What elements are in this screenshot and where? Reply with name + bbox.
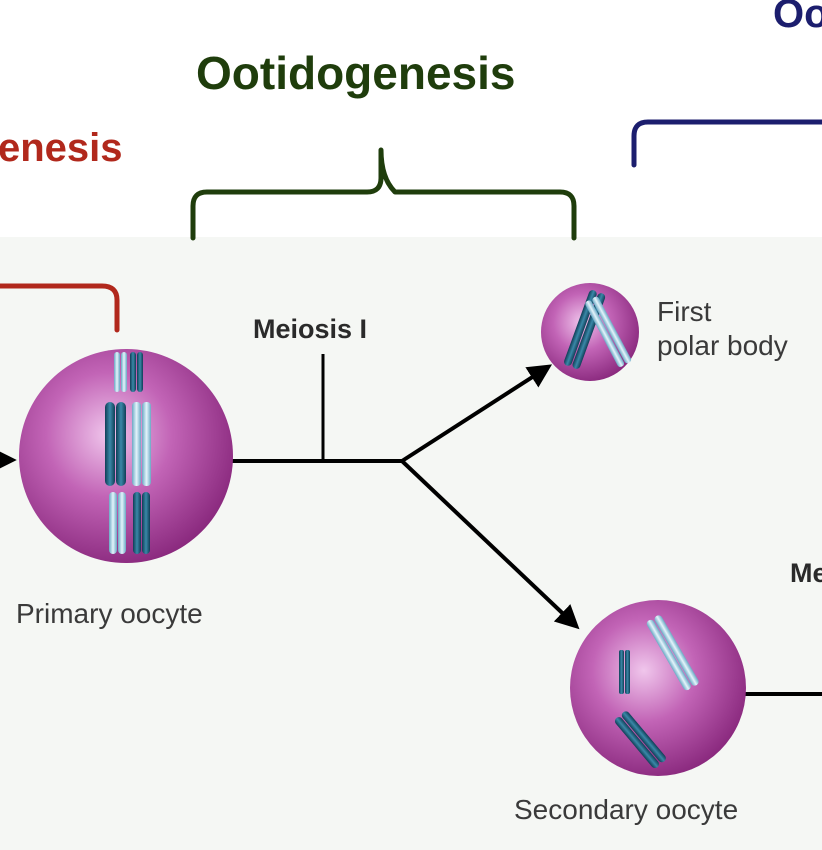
arrow-to-secondary-oocyte xyxy=(400,459,580,630)
first-polar-body-label: First polar body xyxy=(657,295,788,363)
meiosis-2-label-fragment: Me xyxy=(790,558,822,588)
chromosome xyxy=(133,492,150,554)
chromosome xyxy=(132,402,151,486)
chromosome xyxy=(130,352,143,392)
secondary-oocyte-cell xyxy=(570,600,746,776)
chromosome xyxy=(619,650,630,694)
primary-oocyte-label: Primary oocyte xyxy=(16,598,203,629)
first-polar-body-label-line1: First xyxy=(657,296,712,327)
chromosome xyxy=(109,492,126,554)
chromosome xyxy=(614,711,666,769)
oogenesis-title-fragment: enesis xyxy=(0,126,123,170)
chromosome xyxy=(646,615,699,691)
ootidogenesis-title: Ootidogenesis xyxy=(196,47,516,99)
arrow-to-polar-body xyxy=(400,364,553,463)
primary-oocyte-cell xyxy=(19,349,233,563)
secondary-oocyte-label: Secondary oocyte xyxy=(514,794,739,825)
meiosis-1-label: Meiosis I xyxy=(253,314,368,344)
right-stage-bracket xyxy=(631,119,822,168)
ootidogenesis-bracket xyxy=(190,147,577,241)
chromosome xyxy=(585,296,632,367)
oogenesis-bracket xyxy=(0,283,120,333)
first-polar-body-label-line2: polar body xyxy=(657,330,788,361)
chromosome xyxy=(105,402,126,486)
right-stage-title-fragment: Oo xyxy=(773,0,822,36)
first-polar-body-cell xyxy=(541,283,639,381)
chromosome xyxy=(114,352,127,392)
